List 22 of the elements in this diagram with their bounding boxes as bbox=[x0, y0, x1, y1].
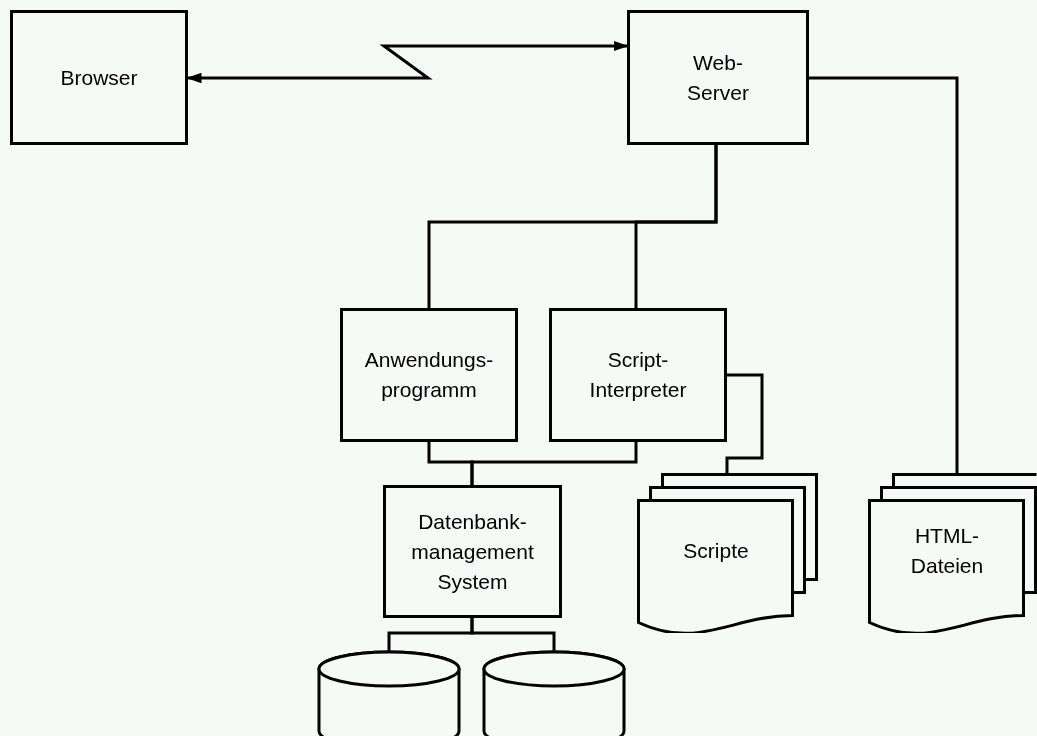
database-cylinder bbox=[482, 650, 626, 736]
process-box bbox=[627, 10, 809, 145]
connector-line bbox=[634, 145, 718, 308]
node-label: HTML- Dateien bbox=[909, 523, 985, 579]
node-label: Web- Server bbox=[686, 49, 750, 106]
connector-line bbox=[809, 76, 959, 473]
connector-line bbox=[470, 618, 556, 652]
process-box bbox=[549, 308, 727, 442]
node-label: Anwendungs- programm bbox=[363, 347, 495, 403]
arrow bbox=[186, 40, 629, 84]
process-box bbox=[383, 485, 562, 618]
document-stack bbox=[637, 473, 819, 633]
node-label: Scripte bbox=[683, 538, 749, 564]
node-label: Script- Interpreter bbox=[588, 347, 688, 403]
process-box bbox=[340, 308, 518, 442]
connector-line bbox=[470, 442, 638, 485]
connector-line bbox=[725, 373, 764, 473]
node-label: Datenbank- management System bbox=[410, 508, 535, 595]
node-label: Browser bbox=[60, 64, 138, 91]
database-cylinder bbox=[317, 650, 461, 736]
process-box bbox=[10, 10, 188, 145]
document-stack bbox=[868, 473, 1037, 633]
